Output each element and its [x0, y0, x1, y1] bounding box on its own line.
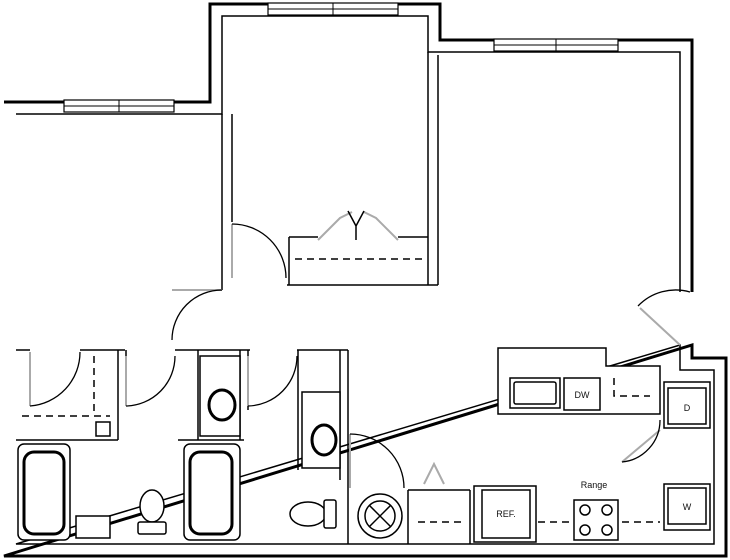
dishwasher-label: DW: [575, 390, 590, 400]
water-heater: [357, 493, 403, 539]
window: [267, 2, 399, 16]
entry-door[interactable]: [637, 289, 691, 346]
exterior-wall: [3, 2, 728, 558]
dryer-label: D: [684, 403, 691, 413]
range: Range: [538, 480, 660, 541]
refrigerator: REF.: [473, 485, 537, 543]
door[interactable]: [171, 289, 223, 341]
linen-shelf: [95, 421, 111, 437]
dishwasher: [563, 377, 601, 411]
bathroom-sink: [301, 391, 341, 469]
window: [493, 38, 619, 52]
window: [63, 99, 175, 113]
dryer: D: [663, 381, 711, 429]
bathtub: [17, 443, 71, 541]
door[interactable]: [125, 355, 176, 407]
washer-label: W: [683, 502, 692, 512]
door[interactable]: [29, 351, 81, 407]
towel-bar: [75, 515, 111, 539]
toilet: [289, 499, 337, 529]
bathtub: [183, 443, 241, 541]
range-label: Range: [581, 480, 608, 490]
closet-bifold-door[interactable]: [317, 210, 399, 241]
door[interactable]: [621, 419, 661, 463]
washer: W: [663, 483, 711, 531]
door[interactable]: [247, 355, 298, 407]
toilet: [137, 489, 167, 535]
closet-shelf: [22, 258, 466, 523]
door[interactable]: [231, 223, 287, 279]
closet-bifold-door[interactable]: [423, 461, 445, 485]
refrigerator-label: REF.: [496, 509, 516, 519]
kitchen-counter: DW: [497, 347, 661, 415]
door[interactable]: [349, 433, 405, 489]
interior-wall: [16, 52, 471, 544]
bathroom-sink: [199, 355, 241, 437]
